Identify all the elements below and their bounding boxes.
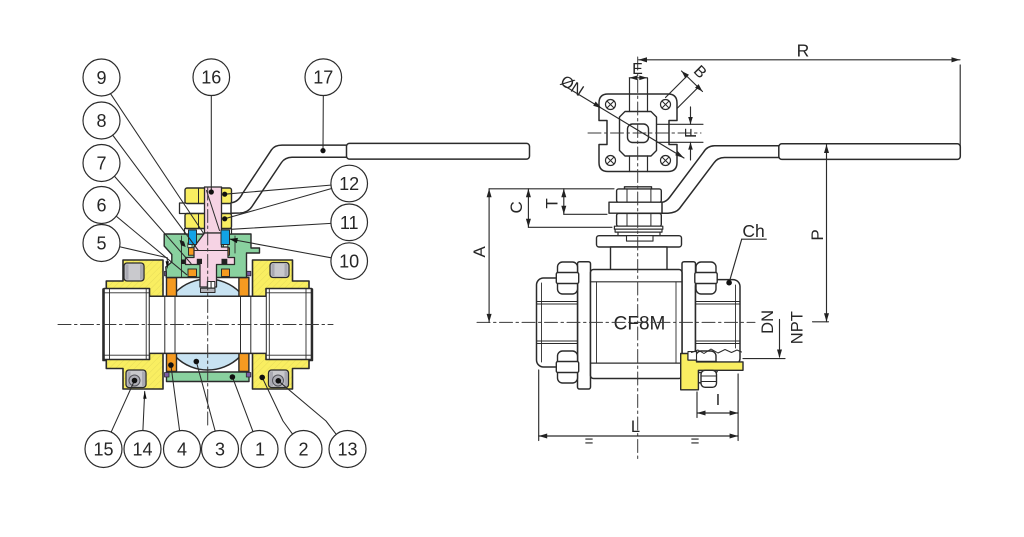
svg-text:F: F (683, 128, 700, 138)
svg-text:L: L (631, 418, 640, 436)
svg-text:6: 6 (96, 196, 106, 216)
svg-text:14: 14 (132, 440, 152, 460)
svg-text:NPT: NPT (788, 311, 806, 344)
svg-text:15: 15 (93, 440, 113, 460)
svg-text:A: A (470, 245, 489, 257)
svg-text:12: 12 (339, 174, 359, 194)
svg-text:C: C (507, 201, 526, 213)
svg-text:T: T (543, 198, 562, 208)
svg-text:1: 1 (255, 440, 265, 460)
svg-text:9: 9 (96, 68, 106, 88)
svg-text:I: I (716, 392, 720, 409)
svg-text:P: P (808, 229, 827, 240)
svg-text:13: 13 (337, 440, 357, 460)
svg-text:2: 2 (298, 440, 308, 460)
svg-text:7: 7 (96, 154, 106, 174)
svg-text:5: 5 (96, 234, 106, 254)
svg-text:CF8M: CF8M (614, 314, 666, 335)
svg-text:Ch: Ch (742, 221, 764, 241)
svg-text:11: 11 (340, 213, 359, 233)
svg-text:DN: DN (759, 310, 777, 334)
svg-text:4: 4 (177, 440, 187, 460)
svg-text:16: 16 (201, 68, 221, 88)
svg-text:=: = (691, 433, 700, 450)
svg-text:R: R (797, 41, 810, 61)
svg-text:E: E (632, 61, 643, 78)
svg-text:=: = (585, 433, 594, 450)
svg-text:17: 17 (313, 68, 333, 88)
svg-text:8: 8 (96, 111, 106, 131)
svg-text:10: 10 (339, 252, 359, 272)
svg-text:3: 3 (215, 440, 225, 460)
